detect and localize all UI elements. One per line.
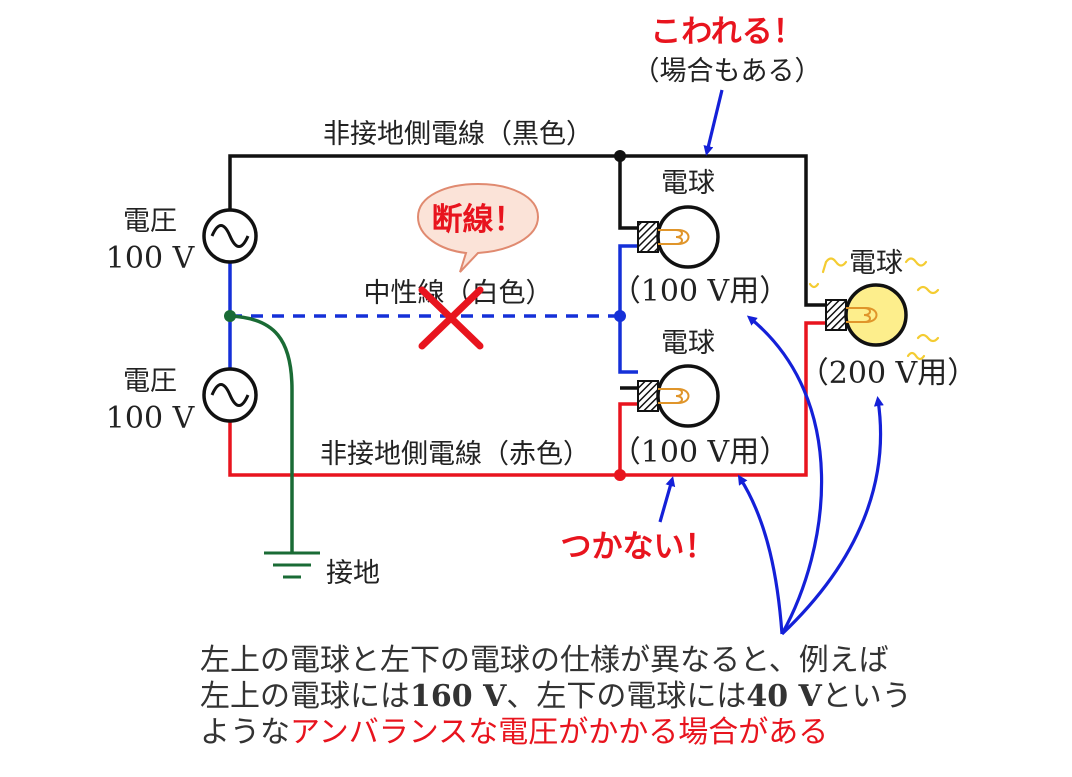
- bulb-lower-label: 電球: [661, 328, 715, 359]
- bulb-upper-rating: （100 V用）: [611, 274, 789, 309]
- note-voltage-160: 160 V: [410, 679, 507, 714]
- broken-speech-bubble: 断線！: [416, 182, 540, 273]
- break-cross-icon: [418, 286, 484, 350]
- broken-label: 断線！: [432, 202, 525, 238]
- black-wire-label: 非接地側電線（黒色）: [323, 119, 593, 150]
- voltage-lower-value: 100 V: [106, 401, 196, 436]
- ac-source-upper-icon: [202, 208, 258, 264]
- arrow-to-200v-rating: [780, 396, 884, 636]
- arrow-to-lower-bulb: [737, 474, 784, 635]
- note-voltage-40: 40 V: [746, 679, 822, 714]
- ac-source-lower-icon: [202, 367, 258, 423]
- note-line-3: ようなアンバランスな電圧がかかる場合がある: [200, 715, 828, 750]
- breaks-warning: こわれる！: [650, 14, 803, 50]
- breaks-warning-sub: （場合もある）: [633, 56, 822, 87]
- arrow-not-lit: [658, 476, 676, 523]
- voltage-upper-label: 電圧: [123, 206, 177, 237]
- arrow-to-upper-bulb: [703, 89, 724, 156]
- bulb-lower-icon: [637, 364, 720, 428]
- red-wire-label: 非接地側電線（赤色）: [320, 439, 590, 470]
- junction-black: [614, 150, 626, 162]
- neutral-wire: [228, 244, 638, 374]
- bulb-upper-icon: [637, 205, 720, 269]
- bulb-lower-rating: （100 V用）: [611, 435, 789, 470]
- voltage-lower-label: 電圧: [123, 366, 177, 397]
- bulb-upper-label: 電球: [661, 168, 715, 199]
- annotation-arrows: [658, 89, 884, 636]
- arrow-to-upper-rating: [746, 315, 824, 635]
- junction-neutral: [614, 310, 626, 322]
- note-line-3-a: ような: [200, 715, 290, 750]
- neutral-wire-label: 中性線（白色）: [364, 278, 553, 309]
- note-line-3-red: アンバランスな電圧がかかる場合がある: [290, 715, 828, 750]
- bulb-200v-rating: （200 V用）: [799, 356, 977, 391]
- red-wire: [228, 321, 828, 477]
- light-rays-icon: [808, 257, 940, 361]
- bulb-200v-label: 電球: [849, 248, 903, 279]
- junction-red: [614, 469, 626, 481]
- ground-label: 接地: [326, 558, 380, 589]
- ground-symbol-icon: [264, 551, 320, 579]
- junction-ground: [224, 310, 236, 322]
- ground-wire: [229, 314, 294, 552]
- note-line-1: 左上の電球と左下の電球の仕様が異なると、例えば: [200, 643, 889, 678]
- note-line-2-a: 左上の電球には: [200, 679, 410, 714]
- note-line-2-b: 、左下の電球には: [506, 679, 746, 714]
- bulb-200v-icon: [825, 283, 908, 347]
- note-line-2-c: という: [822, 679, 912, 714]
- note-line-2: 左上の電球には160 V、左下の電球には40 Vという: [200, 679, 912, 714]
- not-lit-warning: つかない！: [561, 529, 716, 565]
- voltage-upper-value: 100 V: [106, 241, 196, 276]
- black-wire: [228, 154, 828, 390]
